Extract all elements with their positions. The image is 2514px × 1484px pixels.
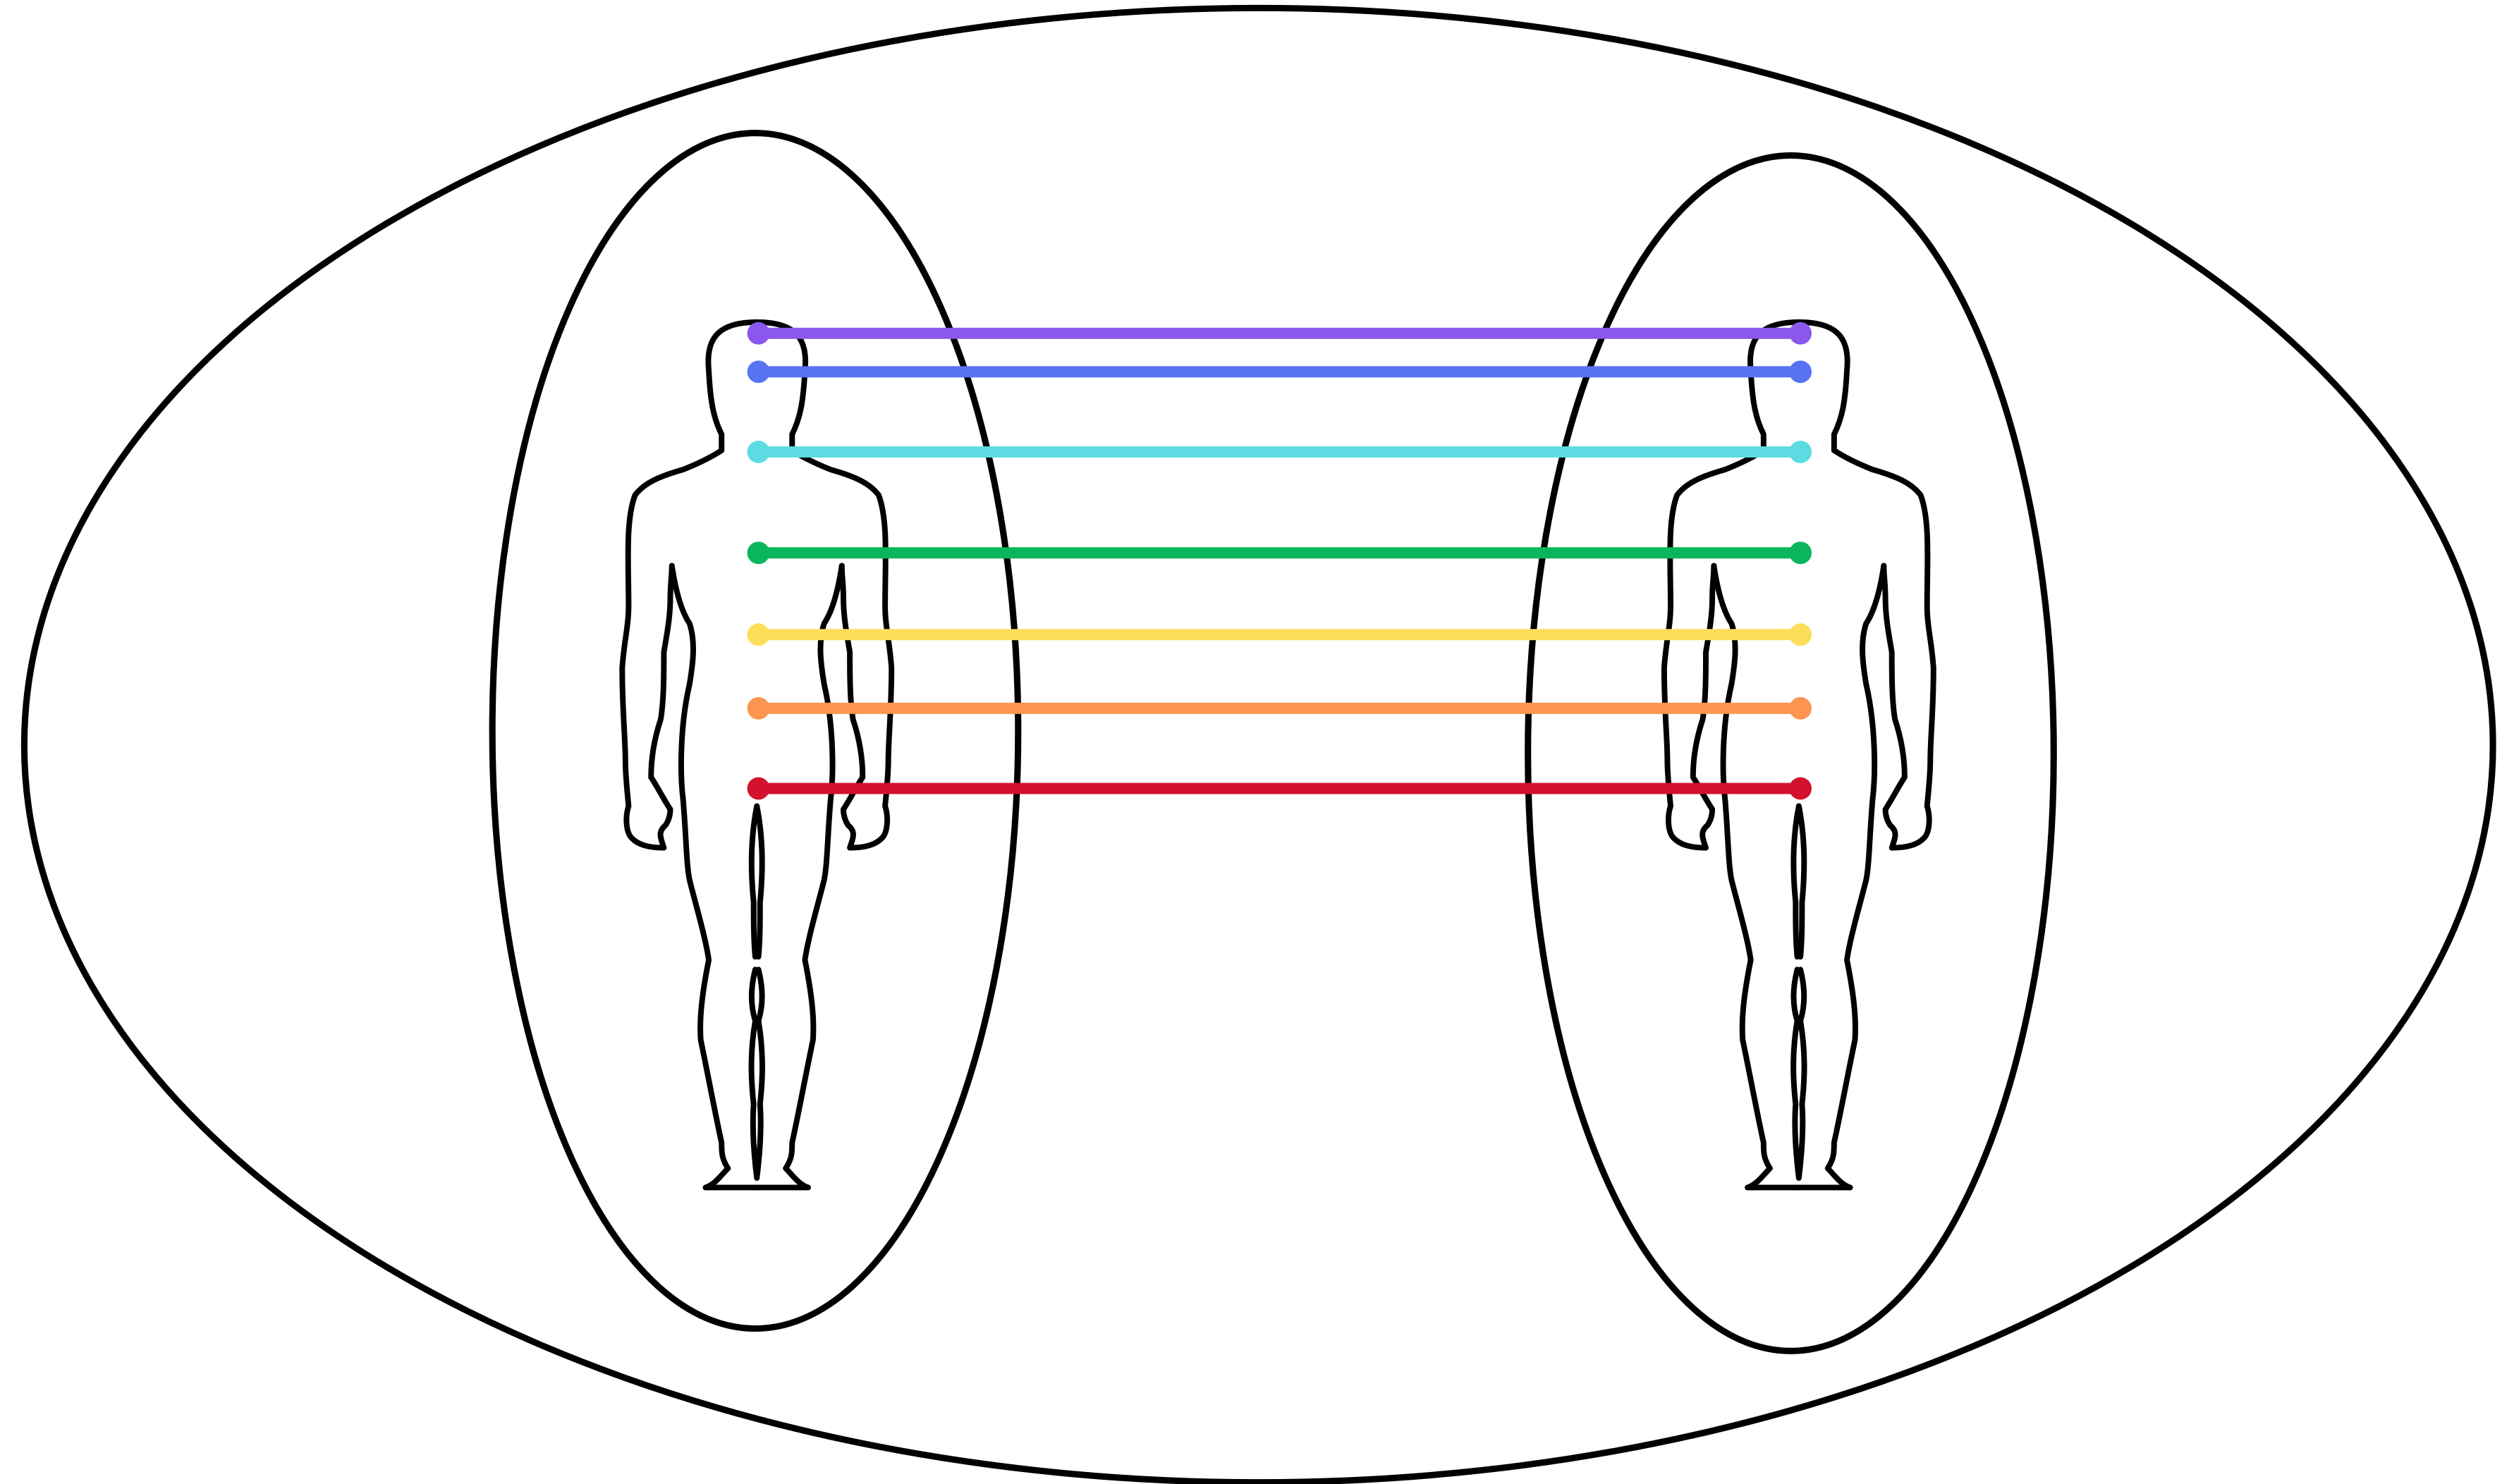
connection-dot-left-5 [748, 623, 770, 646]
connection-dot-right-2 [1789, 360, 1812, 383]
connection-dot-left-7 [748, 778, 770, 800]
connection-dot-left-1 [748, 322, 770, 345]
connection-dot-right-5 [1789, 623, 1812, 646]
connection-dot-right-1 [1789, 322, 1812, 345]
connection-level-6 [748, 697, 1812, 720]
connection-level-5 [748, 623, 1812, 646]
connection-level-4 [748, 541, 1812, 564]
outer-field-ellipse [24, 8, 2493, 1482]
connection-dot-left-2 [748, 360, 770, 383]
connection-dot-right-3 [1789, 441, 1812, 463]
connection-lines [748, 322, 1812, 799]
connection-dot-right-6 [1789, 697, 1812, 720]
connection-level-1 [748, 322, 1812, 345]
connection-level-3 [748, 441, 1812, 463]
connection-level-2 [748, 360, 1812, 383]
connection-dot-left-3 [748, 441, 770, 463]
connection-dot-left-6 [748, 697, 770, 720]
connection-dot-right-4 [1789, 541, 1812, 564]
connection-level-7 [748, 778, 1812, 800]
connection-dot-left-4 [748, 541, 770, 564]
connection-dot-right-7 [1789, 778, 1812, 800]
